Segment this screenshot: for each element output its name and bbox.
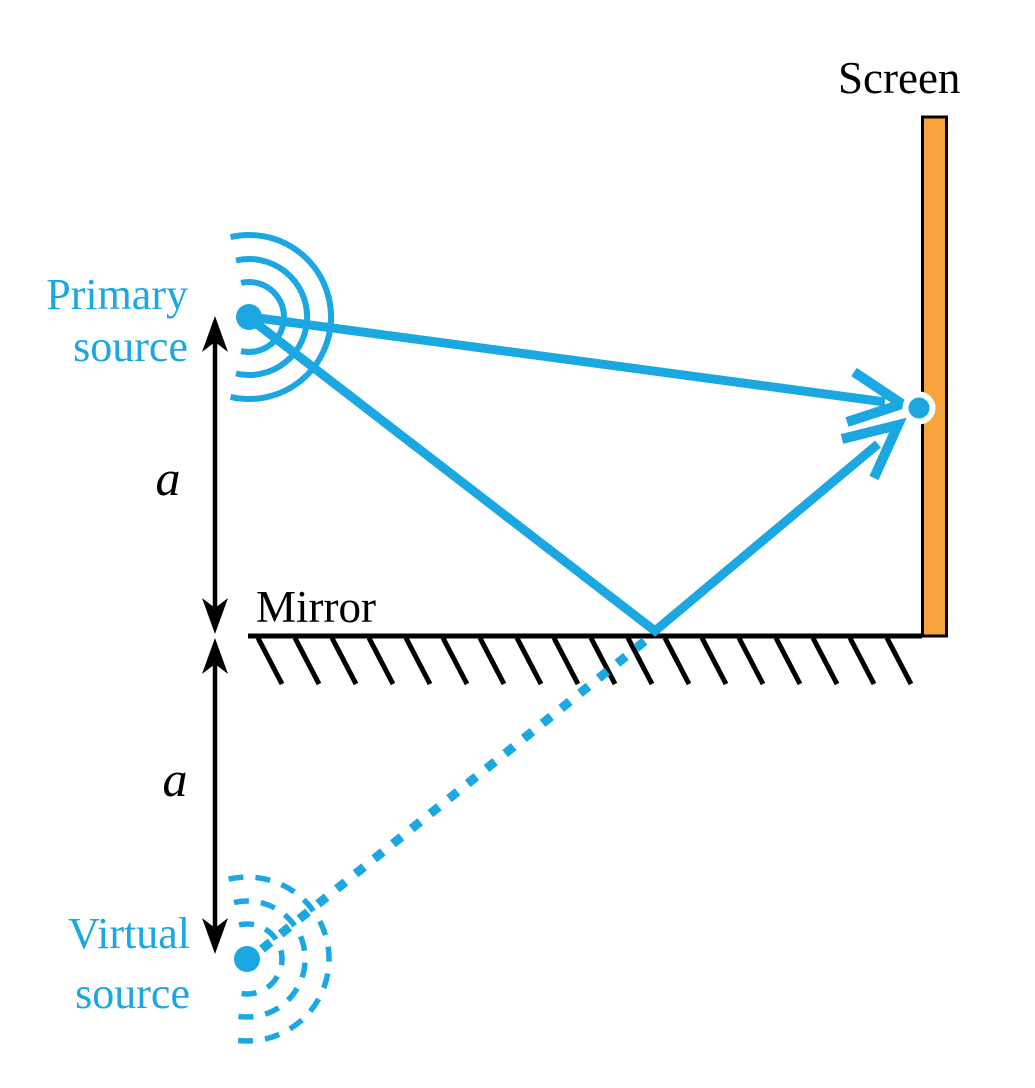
screen-point-dot — [902, 391, 936, 425]
arrowhead-up-icon — [202, 316, 228, 352]
mirror-hatching — [255, 636, 914, 686]
arrowhead-down-icon — [202, 918, 228, 954]
arrowhead-down-icon — [202, 598, 228, 634]
primary-source-dot — [236, 304, 262, 330]
primary-source-label-line2: source — [73, 322, 188, 371]
virtual-source-label-line2: source — [75, 969, 190, 1018]
virtual-source-dot — [234, 946, 260, 972]
distance-label-a-upper: a — [156, 450, 181, 506]
primary-source-label-line1: Primary — [46, 270, 188, 319]
virtual-wavefront-arcs — [227, 874, 332, 1044]
reflected-ray-arrowhead-icon — [840, 417, 907, 481]
screen-label: Screen — [838, 53, 960, 103]
direct-ray — [257, 313, 886, 407]
arrowhead-up-icon — [202, 638, 228, 674]
distance-label-a-lower: a — [163, 751, 188, 807]
direct-ray-arrowhead-icon — [845, 367, 914, 427]
virtual-source-label-line1: Virtual — [68, 909, 190, 958]
virtual-ray-dotted — [259, 637, 648, 953]
mirror-label: Mirror — [256, 582, 376, 632]
reflected-ray-path — [254, 320, 881, 637]
screen-panel — [921, 115, 948, 638]
